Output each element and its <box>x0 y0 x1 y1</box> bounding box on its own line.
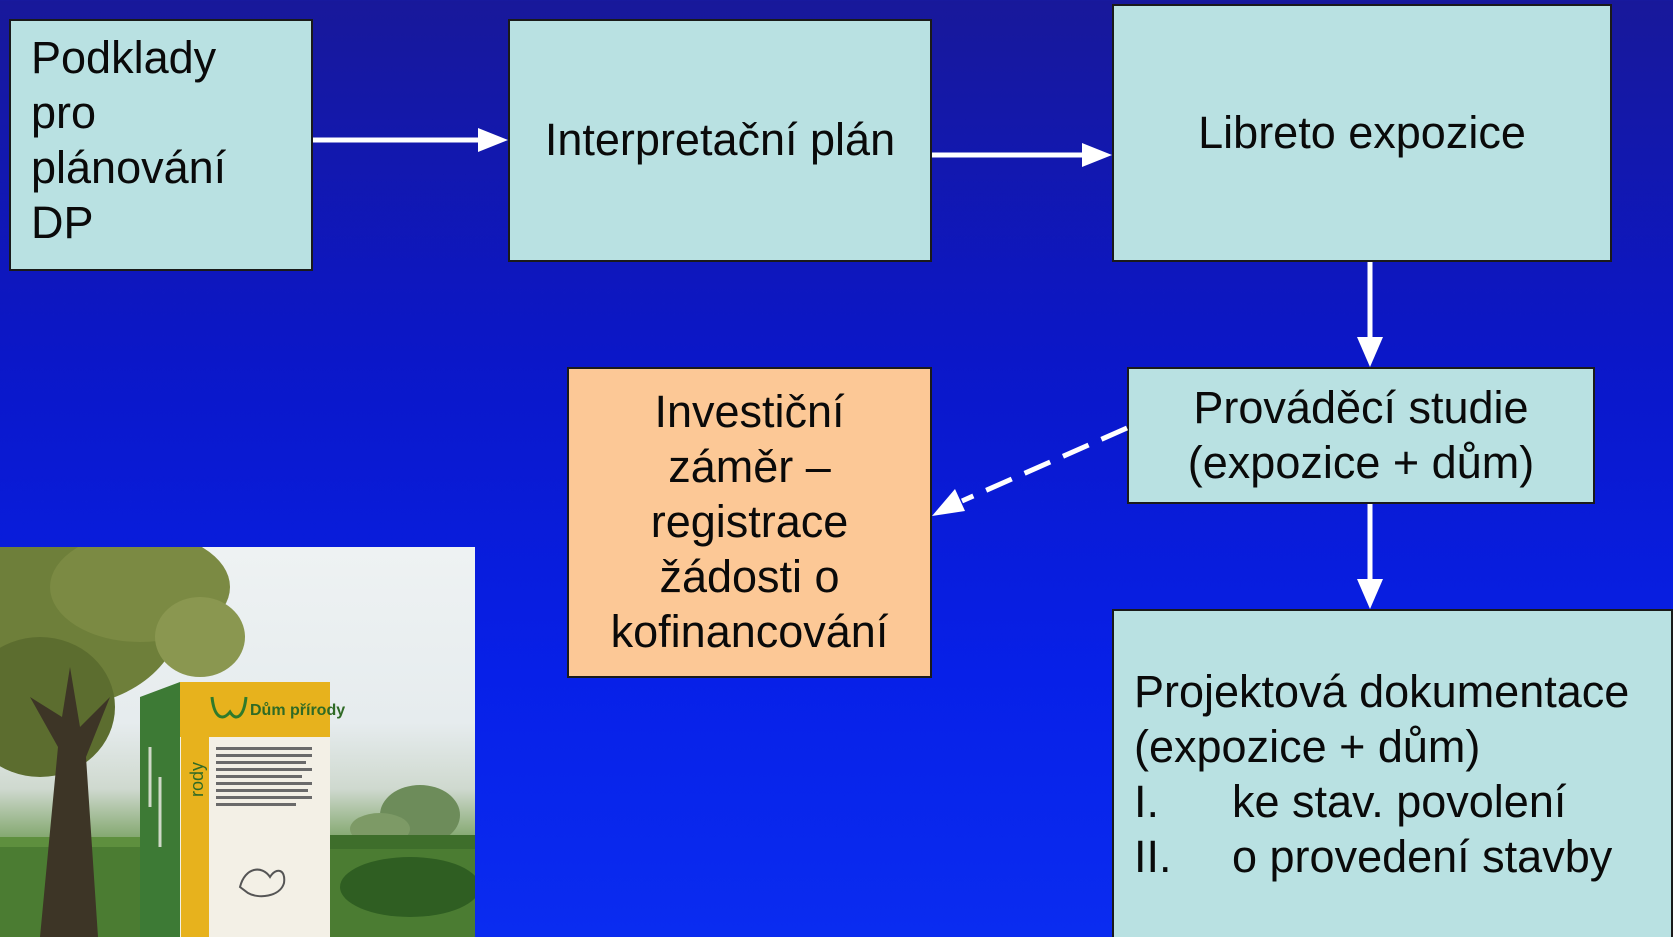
sign-title: Dům přírody <box>250 702 345 719</box>
box-podklady-line-1: Podklady <box>31 32 217 83</box>
box-investicni-zamer: Investiční záměr – registrace žádosti o … <box>567 367 932 678</box>
box-provadeci-studie-line-2: (expozice + dům) <box>1187 436 1535 488</box>
box-provadeci-studie: Prováděcí studie (expozice + dům) <box>1127 367 1595 504</box>
list-item-number: II. <box>1134 830 1172 882</box>
box-projektova-dokumentace-line-2: (expozice + dům) <box>1134 720 1481 772</box>
box-libreto-expozice: Libreto expozice <box>1112 4 1612 262</box>
sign-vertical-text: rody <box>187 762 207 797</box>
photo-illustration: Dům přírody rody <box>0 547 475 937</box>
box-projektova-dokumentace: Projektová dokumentace (expozice + dům) … <box>1112 609 1673 937</box>
list-item-number: I. <box>1134 775 1160 827</box>
list-item-text: o provedení stavby <box>1232 830 1613 882</box>
arrow-interpretacni-to-libreto <box>932 143 1112 167</box>
box-investicni-zamer-line-3: registrace <box>650 496 849 548</box>
arrow-libreto-to-provadeci <box>1357 262 1383 367</box>
box-investicni-zamer-line-1: Investiční <box>654 386 845 438</box>
box-libreto-expozice-label: Libreto expozice <box>1198 106 1526 158</box>
box-interpretacni-plan: Interpretační plán <box>508 19 932 262</box>
box-podklady-line-2: pro <box>31 86 97 138</box>
list-item: I. ke stav. povolení <box>1134 775 1671 830</box>
box-podklady: Podklady pro plánování DP <box>9 19 313 271</box>
box-investicni-zamer-line-2: záměr – <box>668 441 831 493</box>
box-podklady-line-4: DP <box>31 196 94 248</box>
box-podklady-line-3: plánování <box>31 141 227 193</box>
box-investicni-zamer-line-4: žádosti o <box>659 550 840 602</box>
arrow-provadeci-to-investicni-dashed <box>932 425 1129 516</box>
box-interpretacni-plan-label: Interpretační plán <box>544 114 896 166</box>
box-investicni-zamer-line-5: kofinancování <box>610 605 889 657</box>
box-provadeci-studie-line-1: Prováděcí studie <box>1193 381 1529 433</box>
arrow-provadeci-to-projektova <box>1357 504 1383 609</box>
photo-dum-prirody: Dům přírody rody <box>0 547 475 937</box>
arrow-podklady-to-interpretacni <box>313 128 508 152</box>
box-projektova-dokumentace-line-1: Projektová dokumentace <box>1134 666 1630 717</box>
list-item-text: ke stav. povolení <box>1232 775 1567 827</box>
list-item: II. o provedení stavby <box>1134 830 1671 885</box>
